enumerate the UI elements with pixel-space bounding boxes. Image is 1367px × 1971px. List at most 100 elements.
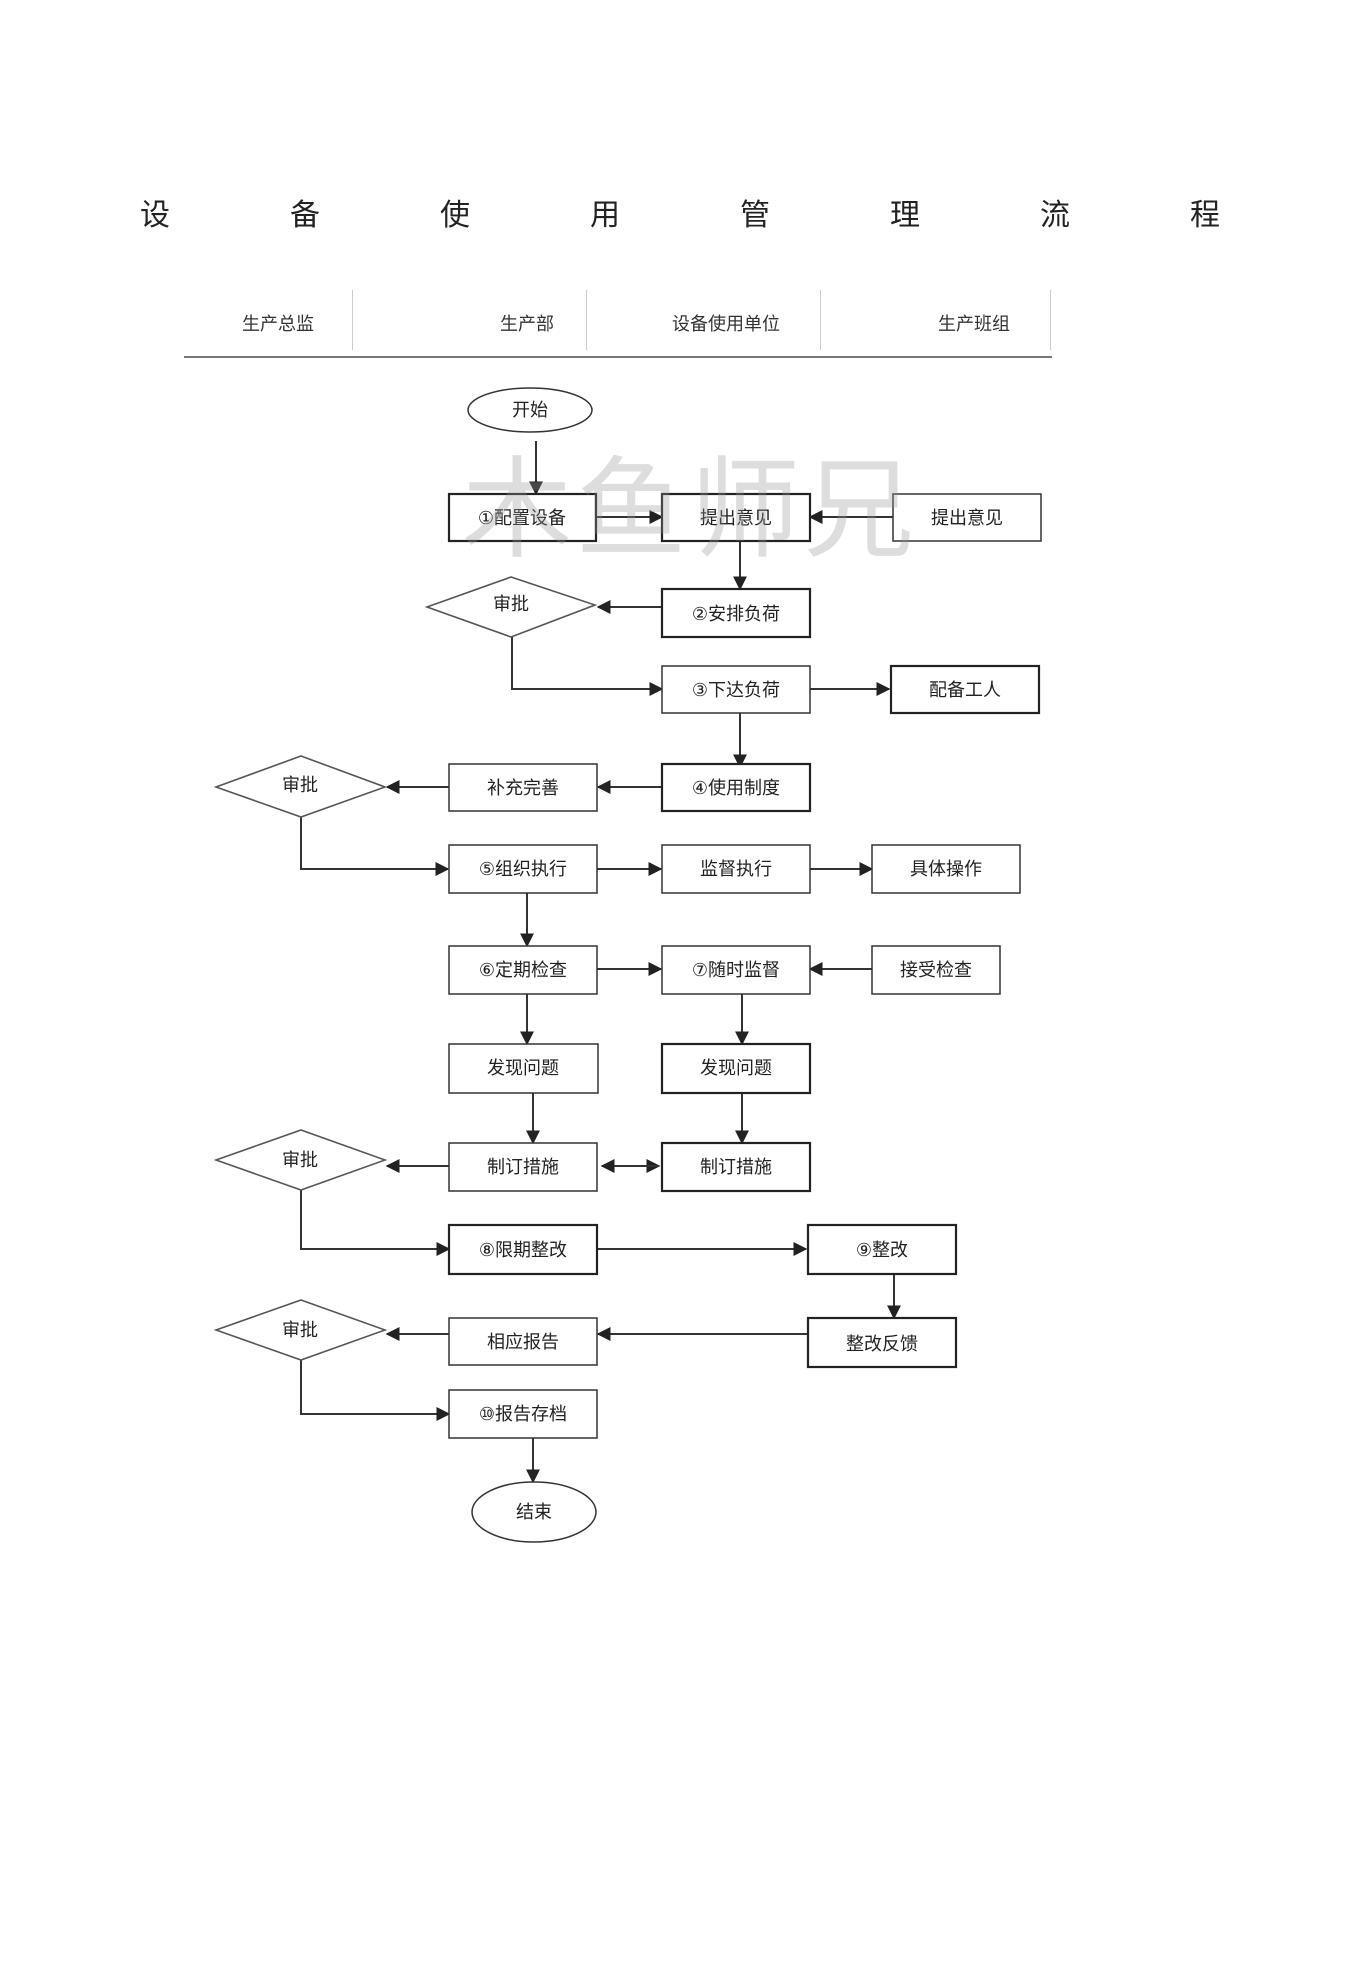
node-label: ⑧限期整改 (479, 1240, 567, 1261)
measures-left-node: 制订措施 (448, 1142, 598, 1192)
title-char: 流 (1040, 198, 1070, 233)
find-issue-mid-node: 发现问题 (660, 1042, 812, 1095)
node-box (447, 492, 598, 543)
title-char: 使 (440, 198, 470, 233)
organize-node: ⑤组织执行 (448, 844, 598, 894)
node-label: ③下达负荷 (692, 680, 780, 701)
node-label: ⑩报告存档 (479, 1404, 567, 1425)
title-char: 备 (290, 198, 320, 233)
node-label: 提出意见 (700, 508, 772, 529)
decision-label: 审批 (493, 594, 529, 615)
approve-1-node: 审批 (424, 576, 598, 638)
lane-production-dept: 生产部 (500, 314, 554, 335)
node-label: 整改反馈 (846, 1334, 918, 1355)
node-box (448, 1317, 598, 1366)
fix-feedback-node: 整改反馈 (806, 1316, 958, 1369)
connectors (300, 441, 901, 1484)
node-label: 制订措施 (487, 1157, 559, 1178)
lane-production-team: 生产班组 (938, 314, 1010, 335)
supplement-node: 补充完善 (448, 763, 598, 812)
node-label: ②安排负荷 (692, 604, 780, 625)
suggest-mid-node: 提出意见 (660, 492, 812, 543)
end-label: 结束 (516, 1502, 552, 1523)
node-label: ①配置设备 (478, 508, 566, 529)
node-label: 发现问题 (487, 1058, 559, 1079)
swimlane-header: 生产总监 生产部 设备使用单位 生产班组 (184, 290, 1052, 360)
node-label: 提出意见 (931, 508, 1003, 529)
lane-equipment-user: 设备使用单位 (672, 314, 780, 335)
arrow (511, 637, 664, 696)
decision-diamond (213, 1129, 388, 1191)
find-issue-left-node: 发现问题 (448, 1043, 599, 1094)
approve-2-node: 审批 (213, 755, 388, 818)
operate-node: 具体操作 (871, 844, 1021, 894)
accept-check-node: 接受检查 (871, 945, 1001, 995)
fix-node: ⑨整改 (806, 1223, 958, 1276)
title-char: 管 (740, 198, 770, 233)
arrange-load-node: ②安排负荷 (660, 587, 812, 639)
node-box (889, 664, 1041, 715)
node-box (660, 1141, 812, 1193)
node-label: 制订措施 (700, 1157, 772, 1178)
node-box (448, 1389, 598, 1439)
node-box (806, 1316, 958, 1369)
configure-equipment-node: ①配置设备 (447, 492, 598, 543)
node-label: 发现问题 (700, 1058, 772, 1079)
node-box (661, 844, 811, 894)
node-box (448, 1142, 598, 1192)
node-box (892, 493, 1042, 542)
node-box (448, 763, 598, 812)
measures-mid-node: 制订措施 (660, 1141, 812, 1193)
lane-production-director: 生产总监 (242, 314, 314, 335)
node-label: 相应报告 (487, 1332, 559, 1353)
node-box (448, 945, 598, 995)
node-box (660, 1042, 812, 1095)
lane-divider (1050, 290, 1051, 350)
deadline-fix-node: ⑧限期整改 (447, 1223, 599, 1276)
node-box (871, 945, 1001, 995)
issue-load-node: ③下达负荷 (661, 665, 811, 714)
supervise-node: 监督执行 (661, 844, 811, 894)
report-node: 相应报告 (448, 1317, 598, 1366)
node-label: ⑨整改 (856, 1240, 908, 1261)
start-ellipse (467, 387, 593, 433)
node-box (661, 945, 811, 995)
periodic-check-node: ⑥定期检查 (448, 945, 598, 995)
approve-3-node: 审批 (213, 1129, 388, 1191)
node-label: ④使用制度 (692, 778, 780, 799)
node-label: 监督执行 (700, 859, 772, 880)
node-label: ⑤组织执行 (479, 859, 567, 880)
end-node: 结束 (471, 1481, 597, 1543)
suggest-right-node: 提出意见 (892, 493, 1042, 542)
node-box (806, 1223, 958, 1276)
node-label: 接受检查 (900, 960, 972, 981)
approve-4-node: 审批 (213, 1299, 388, 1361)
node-box (871, 844, 1021, 894)
arrow (300, 1360, 451, 1421)
title-char: 理 (890, 198, 920, 233)
node-box (661, 665, 811, 714)
node-box (660, 587, 812, 639)
node-label: 配备工人 (929, 680, 1001, 701)
decision-diamond (424, 576, 598, 638)
node-label: ⑦随时监督 (692, 960, 780, 981)
node-box (448, 1043, 599, 1094)
usage-rules-node: ④使用制度 (660, 762, 812, 813)
decision-diamond (213, 755, 388, 818)
watermark: 木鱼师兄 (462, 446, 918, 574)
lane-underline (184, 356, 1052, 358)
arrow (300, 1190, 451, 1256)
title-char: 用 (590, 198, 620, 233)
start-node: 开始 (467, 387, 593, 433)
random-supervise-node: ⑦随时监督 (661, 945, 811, 995)
decision-diamond (213, 1299, 388, 1361)
decision-label: 审批 (282, 775, 318, 796)
node-box (660, 492, 812, 543)
decision-label: 审批 (282, 1150, 318, 1171)
node-box (660, 762, 812, 813)
title-char: 程 (1190, 198, 1220, 233)
node-label: 具体操作 (910, 859, 982, 880)
arrow (300, 817, 450, 876)
title-char: 设 (140, 198, 170, 233)
